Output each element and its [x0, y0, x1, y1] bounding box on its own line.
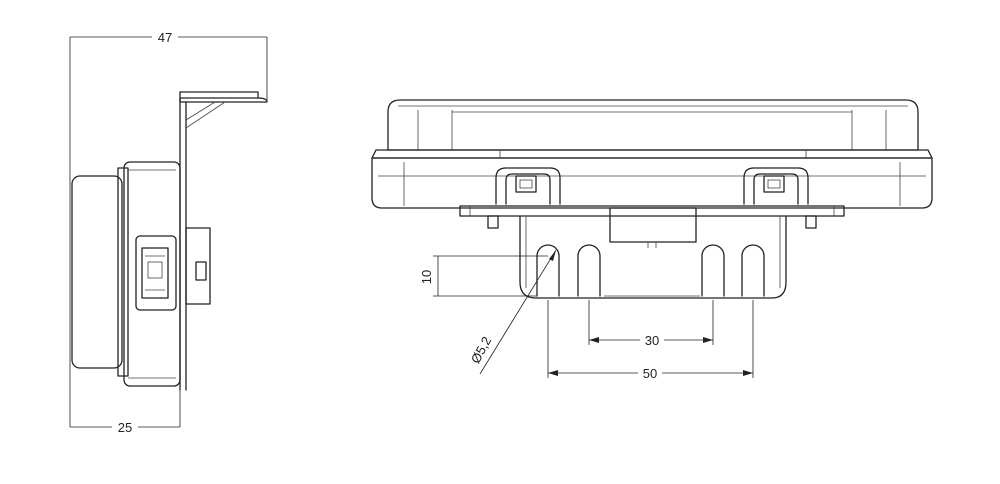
dimension-50: 50 — [547, 300, 754, 381]
dimension-diameter: Ø5,2 — [468, 249, 557, 375]
front-view: 10 Ø5,2 30 50 — [371, 99, 933, 381]
dimension-10: 10 — [419, 255, 548, 297]
front-cover — [387, 99, 919, 151]
front-clip-left — [495, 167, 561, 205]
side-view: 47 — [69, 29, 268, 435]
mounting-bracket — [179, 91, 268, 391]
mounting-plate — [519, 215, 787, 299]
dim-label-10: 10 — [419, 270, 434, 284]
front-connector — [609, 207, 697, 248]
front-clip-right — [743, 167, 809, 205]
front-body — [371, 149, 933, 217]
dimension-47: 47 — [69, 29, 268, 427]
dimension-30: 30 — [588, 300, 714, 348]
dim-label-47: 47 — [158, 30, 172, 45]
dim-label-25: 25 — [118, 420, 132, 435]
dim-label-diameter: Ø5,2 — [468, 334, 494, 366]
side-housing — [71, 161, 211, 387]
dim-label-50: 50 — [643, 366, 657, 381]
mounting-holes — [536, 244, 765, 297]
peg-left — [487, 215, 499, 229]
peg-right — [805, 215, 817, 229]
dimension-25: 25 — [70, 390, 181, 435]
dim-label-30: 30 — [645, 333, 659, 348]
